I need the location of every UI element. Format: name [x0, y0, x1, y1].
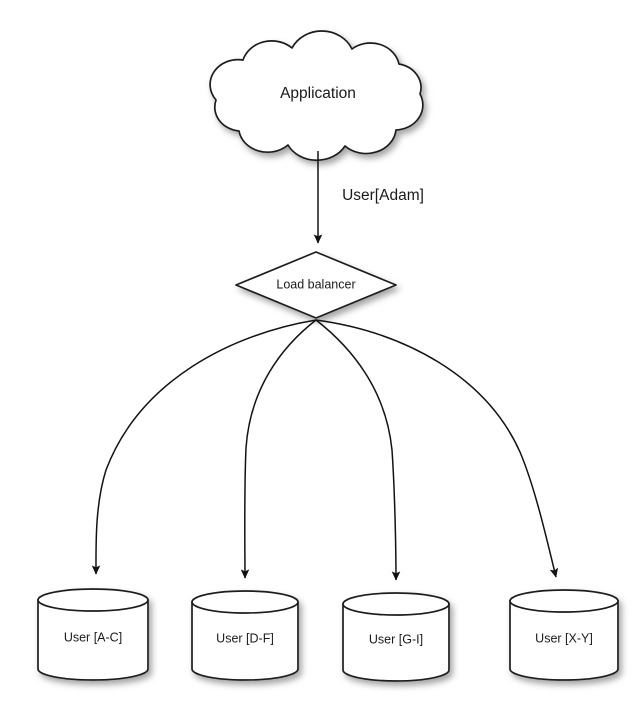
application-cloud-node[interactable]: Application [209, 30, 424, 162]
shard-d-f-cylinder-body [191, 601, 299, 681]
shard-d-f-cylinder-top [191, 590, 299, 614]
load-balancer-label: Load balancer [276, 277, 355, 291]
load-balancer-node[interactable]: Load balancer [235, 251, 397, 319]
shard-a-c-label: User [A-C] [64, 630, 122, 644]
shard-x-y-cylinder-body [509, 600, 619, 681]
edge-application-to-load-balancer: User[Adam] [313, 151, 424, 244]
edge-load-balancer-to-shard-a-c-path [91, 319, 317, 575]
shard-d-f-node[interactable]: User [D-F] [191, 590, 299, 681]
edge-load-balancer-to-shard-g-i [315, 319, 401, 581]
diamond-shape [235, 251, 397, 319]
shard-x-y-label: User [X-Y] [535, 631, 593, 645]
shard-a-c-cylinder-top [37, 588, 149, 612]
edge-load-balancer-to-shard-d-f-path [240, 319, 317, 579]
cloud-shape [209, 30, 424, 162]
edge-load-balancer-to-shard-g-i-path [315, 319, 401, 581]
shard-g-i-cylinder-top [342, 592, 450, 616]
edge-label-user-adam: User[Adam] [342, 187, 424, 204]
shard-d-f-label: User [D-F] [216, 631, 274, 645]
shard-x-y-node[interactable]: User [X-Y] [509, 589, 619, 681]
edge-load-balancer-to-shard-d-f [240, 319, 317, 579]
shard-g-i-label: User [G-I] [369, 632, 423, 646]
shard-g-i-cylinder-body [342, 603, 450, 682]
edge-load-balancer-to-shard-x-y [315, 319, 559, 578]
edge-load-balancer-to-shard-a-c [91, 319, 317, 575]
shard-a-c-node[interactable]: User [A-C] [37, 588, 149, 681]
edge-load-balancer-to-shard-x-y-path [315, 319, 559, 578]
shard-g-i-node[interactable]: User [G-I] [342, 592, 450, 682]
shard-a-c-cylinder-body [37, 599, 149, 681]
application-cloud-label: Application [280, 85, 356, 102]
shard-x-y-cylinder-top [509, 589, 619, 613]
